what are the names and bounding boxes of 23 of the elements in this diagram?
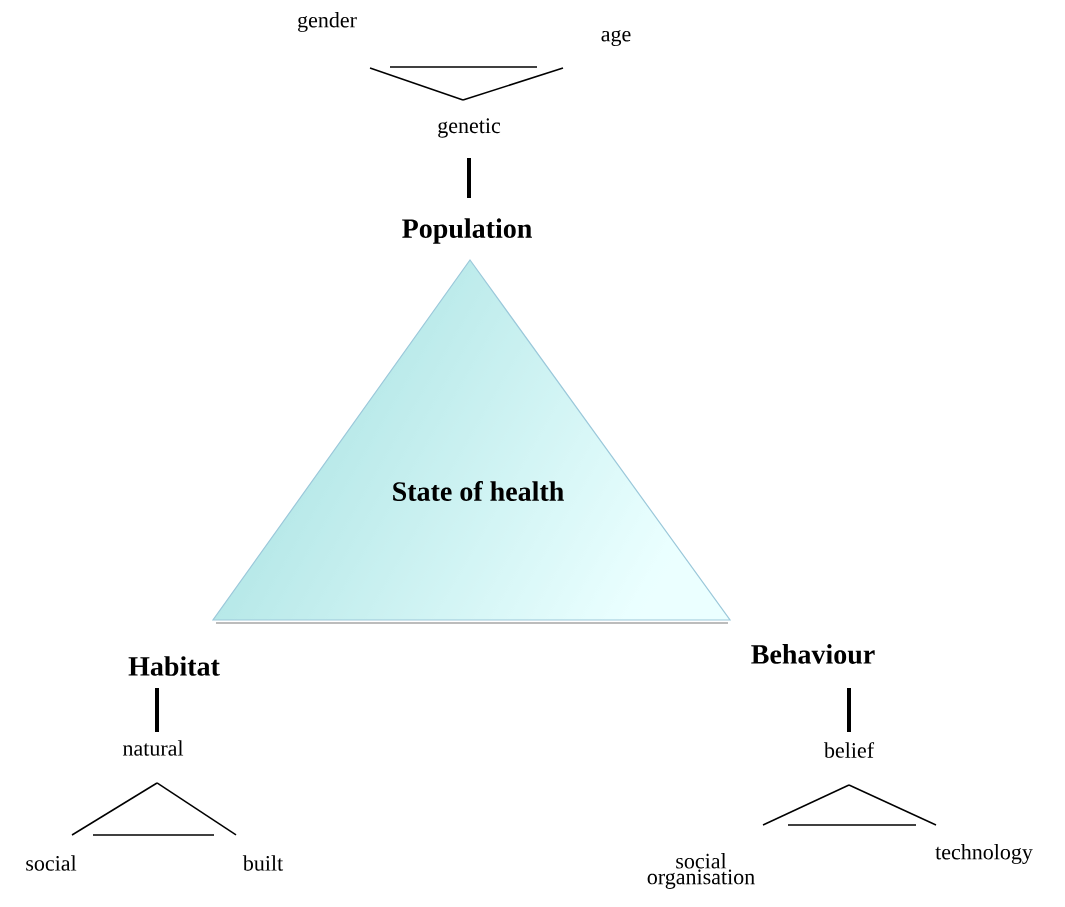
connector-line [762, 784, 850, 826]
connector-line [92, 834, 215, 836]
term-label: social [26, 855, 77, 871]
vertex-label: Habitat [128, 656, 220, 676]
term-label: social organisation [647, 853, 755, 889]
term-label: built [242, 855, 284, 871]
connector-line [467, 158, 471, 198]
term-label: technology [935, 844, 1033, 864]
term-label: belief [823, 742, 875, 758]
connector-line [847, 688, 851, 732]
vertex-label: Behaviour [751, 644, 875, 664]
connector-line [462, 67, 564, 101]
connector-line [848, 784, 937, 826]
connector-line [369, 67, 464, 101]
connector-line [155, 688, 159, 732]
term-label: age [601, 30, 631, 46]
connector-line [71, 782, 158, 836]
term-label: gender [298, 12, 357, 32]
term-label: genetic [438, 118, 501, 138]
connector-line [787, 824, 917, 826]
connector-line [156, 782, 237, 836]
vertex-label: Population [402, 218, 532, 244]
term-label: natural [122, 740, 184, 756]
